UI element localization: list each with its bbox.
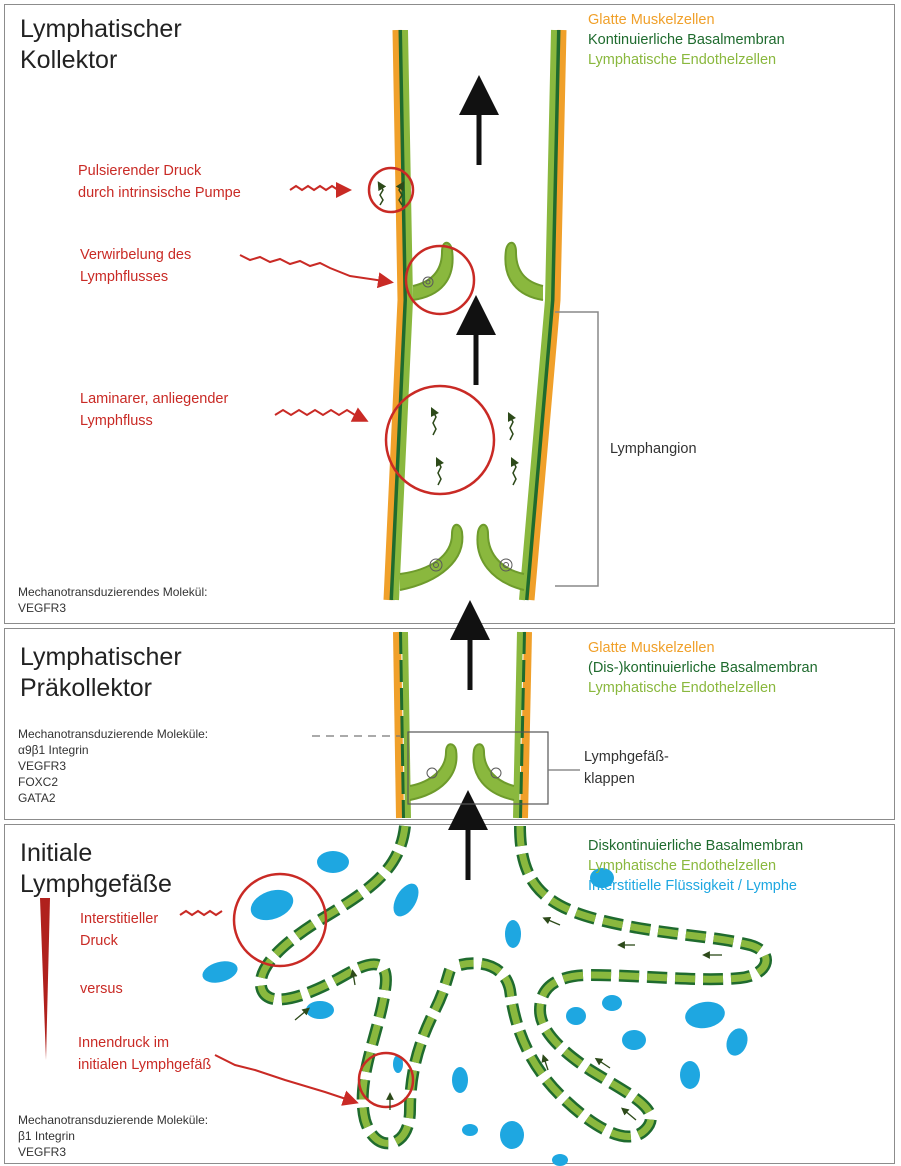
laminar-annotation-line-2: Lymphfluss xyxy=(80,410,228,432)
lymphangion-label: Lymphangion xyxy=(610,438,697,460)
legend-basement-membrane: (Dis-)kontinuierliche Basalmembran xyxy=(588,658,818,678)
initial-title-line-1: Initiale xyxy=(20,838,172,869)
valves-label-line-1: Lymphgefäß- xyxy=(584,746,669,768)
precollector-molecules: Mechanotransduzierende Moleküle: α9β1 In… xyxy=(18,726,208,806)
interstitial-annotation: Interstitieller Druck xyxy=(80,908,158,952)
collector-molecules: Mechanotransduzierendes Molekül: VEGFR3 xyxy=(18,584,207,616)
interstitial-annotation-line-2: Druck xyxy=(80,930,158,952)
precollector-valves xyxy=(410,744,514,800)
interstitial-annotation-line-1: Interstitieller xyxy=(80,908,158,930)
initial-molecules: Mechanotransduzierende Moleküle: β1 Inte… xyxy=(18,1112,208,1160)
versus-label: versus xyxy=(80,978,123,1000)
legend-smooth-muscle: Glatte Muskelzellen xyxy=(588,638,818,658)
collector-title-line-1: Lymphatischer xyxy=(20,14,182,45)
initial-title-line-2: Lymphgefäße xyxy=(20,869,172,900)
collector-right-wall xyxy=(522,30,562,600)
inner-pressure-annotation-line-1: Innendruck im xyxy=(78,1032,211,1054)
inner-pressure-circle xyxy=(359,1053,413,1107)
laminar-annotation: Laminarer, anliegender Lymphfluss xyxy=(80,388,228,432)
precollector-title: Lymphatischer Präkollektor xyxy=(20,642,182,704)
legend-endothelial: Lymphatische Endothelzellen xyxy=(588,856,803,876)
inner-pressure-annotation: Innendruck im initialen Lymphgefäß xyxy=(78,1032,211,1076)
vortex-annotation-line-1: Verwirbelung des xyxy=(80,244,191,266)
lymphangion-bracket xyxy=(555,312,598,586)
collector-molecules-heading: Mechanotransduzierendes Molekül: xyxy=(18,584,207,600)
precollector-molecule-item: VEGFR3 xyxy=(18,758,208,774)
vortex-annotation-line-2: Lymphflusses xyxy=(80,266,191,288)
laminar-annotation-line-1: Laminarer, anliegender xyxy=(80,388,228,410)
valves-label-line-2: klappen xyxy=(584,768,669,790)
vortex-annotation: Verwirbelung des Lymphflusses xyxy=(80,244,191,288)
initial-legend: Diskontinuierliche Basalmembran Lymphati… xyxy=(588,836,803,896)
initial-title: Initiale Lymphgefäße xyxy=(20,838,172,900)
pump-annotation: Pulsierender Druck durch intrinsische Pu… xyxy=(78,160,241,204)
legend-basement-membrane: Kontinuierliche Basalmembran xyxy=(588,30,785,50)
pump-annotation-line-1: Pulsierender Druck xyxy=(78,160,241,182)
precollector-title-line-1: Lymphatischer xyxy=(20,642,182,673)
pressure-wedge xyxy=(40,898,50,1060)
precollector-legend: Glatte Muskelzellen (Dis-)kontinuierlich… xyxy=(588,638,818,698)
legend-endothelial: Lymphatische Endothelzellen xyxy=(588,678,818,698)
pump-annotation-line-2: durch intrinsische Pumpe xyxy=(78,182,241,204)
initial-molecule-item: VEGFR3 xyxy=(18,1144,208,1160)
collector-title-line-2: Kollektor xyxy=(20,45,182,76)
legend-smooth-muscle: Glatte Muskelzellen xyxy=(588,10,785,30)
collector-legend: Glatte Muskelzellen Kontinuierliche Basa… xyxy=(588,10,785,70)
precollector-title-line-2: Präkollektor xyxy=(20,673,182,704)
collector-title: Lymphatischer Kollektor xyxy=(20,14,182,76)
precollector-molecule-item: α9β1 Integrin xyxy=(18,742,208,758)
initial-molecule-item: β1 Integrin xyxy=(18,1128,208,1144)
initial-molecules-heading: Mechanotransduzierende Moleküle: xyxy=(18,1112,208,1128)
lower-valve xyxy=(400,525,524,590)
legend-endothelial: Lymphatische Endothelzellen xyxy=(588,50,785,70)
upper-valve xyxy=(413,243,543,300)
collector-molecule-item: VEGFR3 xyxy=(18,600,207,616)
valves-label: Lymphgefäß- klappen xyxy=(584,746,669,790)
precollector-molecule-item: GATA2 xyxy=(18,790,208,806)
inner-pressure-annotation-line-2: initialen Lymphgefäß xyxy=(78,1054,211,1076)
legend-basement-membrane: Diskontinuierliche Basalmembran xyxy=(588,836,803,856)
precollector-molecule-item: FOXC2 xyxy=(18,774,208,790)
collector-left-wall xyxy=(388,30,410,600)
legend-interstitial-fluid: Interstitielle Flüssigkeit / Lymphe xyxy=(588,876,803,896)
interstitial-fluid-blobs xyxy=(200,851,751,1166)
precollector-molecules-heading: Mechanotransduzierende Moleküle: xyxy=(18,726,208,742)
